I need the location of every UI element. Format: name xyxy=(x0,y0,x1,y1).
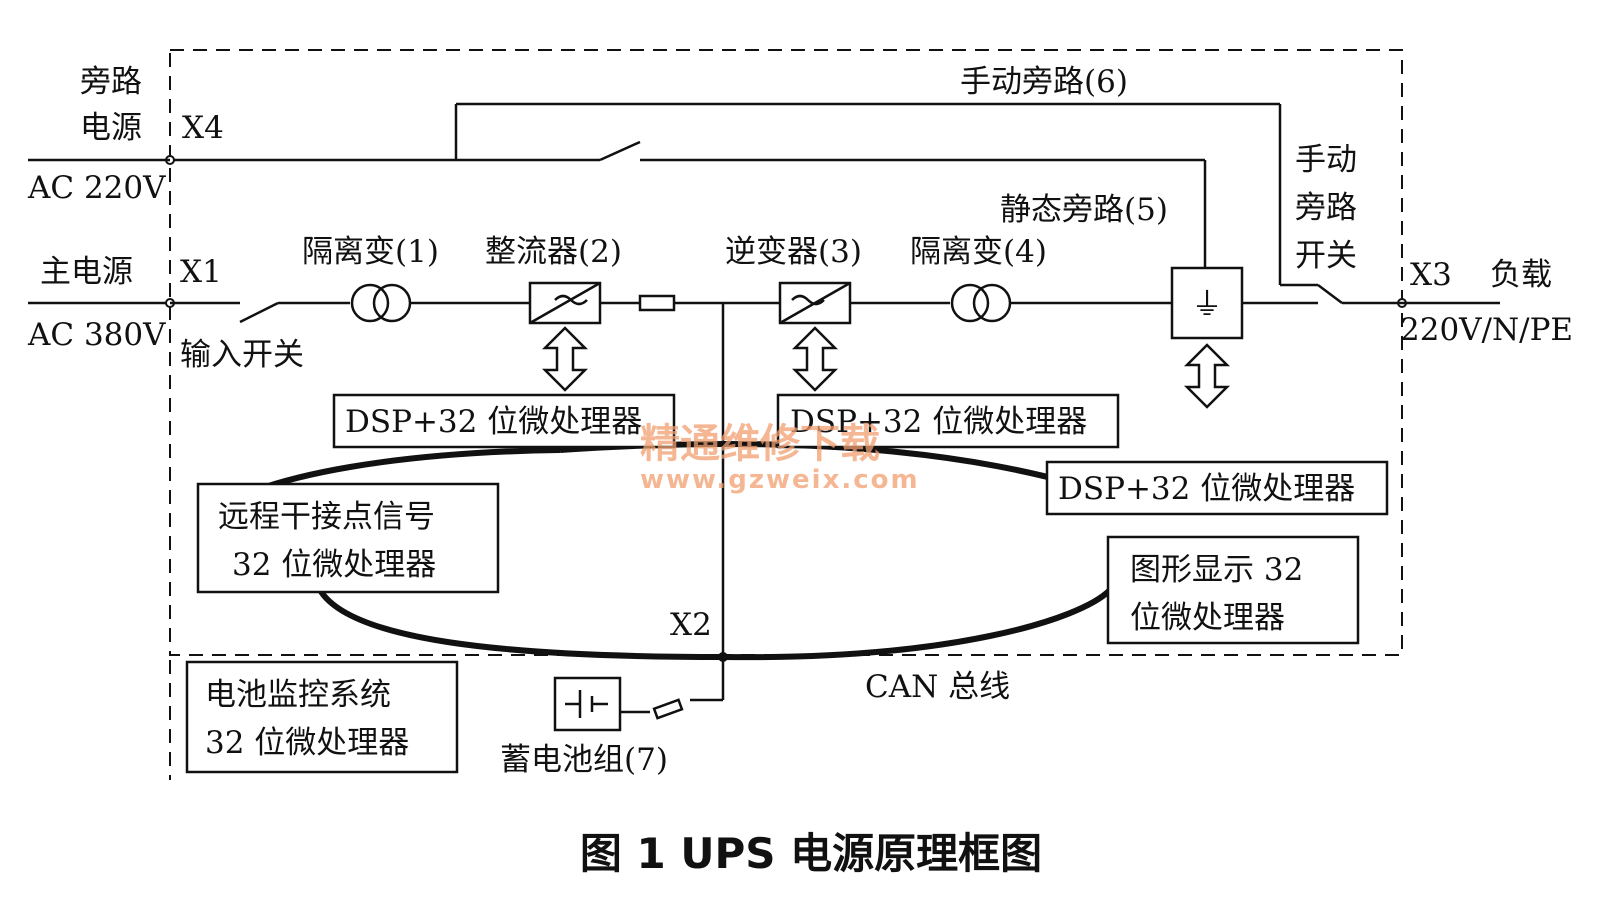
rectifier-symbol xyxy=(554,294,588,306)
main-voltage-label: AC 380V xyxy=(27,317,166,353)
graphic-label-2: 位微处理器 xyxy=(1130,600,1285,636)
transformer-1-coil-b xyxy=(372,283,412,323)
rectifier-diagonal xyxy=(529,281,601,325)
rectifier-arrow xyxy=(541,326,589,392)
bypass-voltage-label: AC 220V xyxy=(27,170,166,206)
dsp-box-2 xyxy=(776,393,1120,449)
fuse xyxy=(638,294,676,312)
x1-label: X1 xyxy=(180,254,222,290)
inverter-arrow xyxy=(791,326,839,392)
dsp-label-3: DSP+32 位微处理器 xyxy=(1058,471,1355,507)
figure-caption: 图 1 UPS 电源原理框图 xyxy=(580,829,1042,878)
dsp-box-3 xyxy=(1045,460,1389,516)
watermark-text: 精通维修下载 xyxy=(640,421,880,467)
dsp-label-1: DSP+32 位微处理器 xyxy=(345,404,642,440)
static-bypass-label: 静态旁路(5) xyxy=(1000,192,1168,228)
manual-bypass-label: 手动旁路(6) xyxy=(960,64,1128,100)
manual-switch-label-2: 旁路 xyxy=(1295,190,1357,226)
dsp-box-1 xyxy=(332,393,676,449)
bypass-source-label-1: 旁路 xyxy=(80,64,142,100)
static-bypass-box xyxy=(1170,266,1244,340)
transformer-1-coil-a xyxy=(350,283,390,323)
dsp-label-2: DSP+32 位微处理器 xyxy=(790,404,1087,440)
inverter-symbol xyxy=(791,294,825,306)
main-source-label: 主电源 xyxy=(40,254,133,290)
transformer-4-coil-b xyxy=(972,283,1012,323)
bypass-switch-blade xyxy=(599,140,641,162)
input-switch-label: 输入开关 xyxy=(180,337,304,373)
rectifier-label: 整流器(2) xyxy=(485,234,622,270)
battery-monitor-box xyxy=(185,660,459,774)
graphic-label-1: 图形显示 32 xyxy=(1130,552,1303,588)
watermark-url: www.gzweix.com xyxy=(640,465,920,495)
battery-box xyxy=(553,676,622,732)
transformer-4-label: 隔离变(4) xyxy=(910,234,1047,270)
input-switch-blade xyxy=(239,301,279,324)
manual-switch-label-3: 开关 xyxy=(1295,238,1357,274)
remote-label-2: 32 位微处理器 xyxy=(232,547,436,583)
transformer-1-label: 隔离变(1) xyxy=(302,234,439,270)
x4-label: X4 xyxy=(182,110,224,146)
battery-label: 蓄电池组(7) xyxy=(500,742,668,778)
load-label: 负载 xyxy=(1490,257,1552,293)
load-voltage-label: 220V/N/PE xyxy=(1400,312,1573,348)
inverter-label: 逆变器(3) xyxy=(725,234,862,270)
bypass-source-label-2: 电源 xyxy=(80,110,142,146)
can-bus-label: CAN 总线 xyxy=(865,669,1010,705)
remote-label-1: 远程干接点信号 xyxy=(218,499,435,535)
system-boundary xyxy=(169,49,1403,656)
static-switch-glyph: ⏚ xyxy=(1192,287,1223,323)
manual-switch-label-1: 手动 xyxy=(1295,142,1357,178)
transformer-4-coil-a xyxy=(950,283,990,323)
x2-label: X2 xyxy=(670,607,712,643)
static-bypass-arrow xyxy=(1183,343,1231,409)
battery-fuse xyxy=(652,698,684,720)
output-switch-blade xyxy=(1317,284,1343,304)
graphic-box xyxy=(1106,535,1360,645)
remote-box xyxy=(196,482,500,594)
x3-label: X3 xyxy=(1410,257,1452,293)
battery-monitor-label-2: 32 位微处理器 xyxy=(205,725,409,761)
battery-monitor-label-1: 电池监控系统 xyxy=(205,677,391,713)
